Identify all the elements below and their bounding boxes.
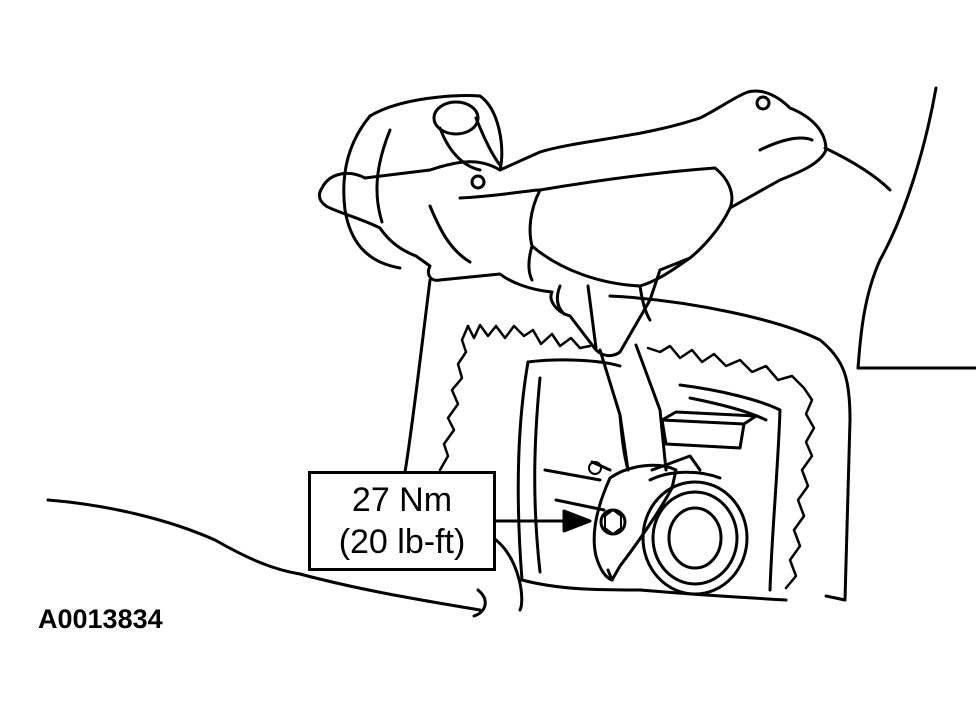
- torque-spec-callout: 27 Nm (20 lb-ft): [308, 471, 496, 571]
- console-panel: [405, 280, 850, 600]
- shifter-housing: [319, 91, 826, 356]
- shift-lever-arm: [589, 345, 676, 580]
- torque-imperial-label: (20 lb-ft): [338, 523, 466, 561]
- right-body-panel: [825, 88, 976, 368]
- transmission-bushing: [643, 456, 747, 594]
- shifter-opening: [518, 360, 786, 600]
- torque-metric-label: 27 Nm: [351, 481, 453, 519]
- floor-outline: [48, 500, 522, 616]
- torque-pointer-arrow: [496, 511, 590, 531]
- boot-edge: [440, 325, 814, 588]
- figure-id-label: A0013834: [38, 604, 163, 634]
